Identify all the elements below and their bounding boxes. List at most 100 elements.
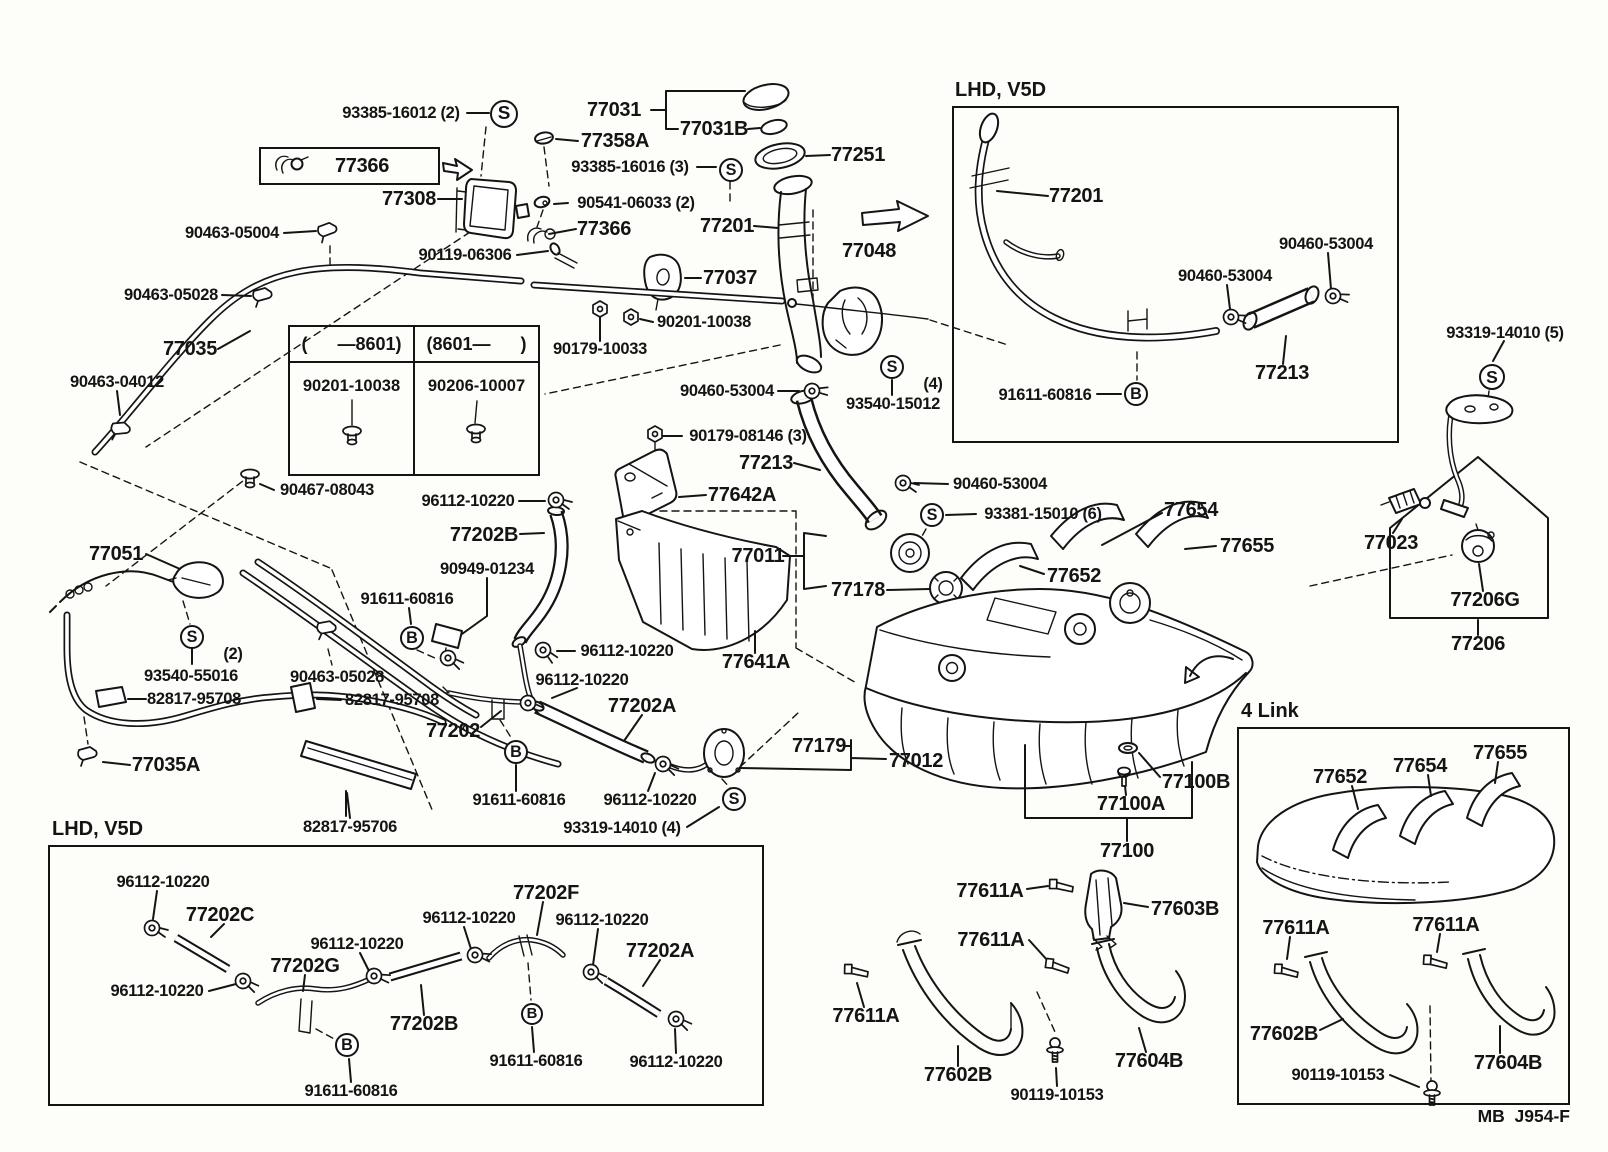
fastener-marker-s-5: S xyxy=(180,625,204,649)
part-label-90460-53004-box1: 90460-53004 xyxy=(1178,266,1272,285)
part-label-91611-60816-left: 91611-60816 xyxy=(360,589,454,608)
part-label-77611A-left: 77611A xyxy=(832,1005,900,1027)
part-label-96112-10220-a: 96112-10220 xyxy=(421,491,515,510)
part-label-90460-53004-box2: 90460-53004 xyxy=(1279,234,1373,253)
part-label-96112-10220-c: 96112-10220 xyxy=(535,670,629,689)
part-label-90460-53004-right: 90460-53004 xyxy=(953,474,1047,493)
part-label-96112-10220-h: 96112-10220 xyxy=(422,908,516,927)
part-label-93385-16012: 93385-16012 (2) xyxy=(342,103,460,122)
fuel-lid-and-top-parts xyxy=(275,131,578,269)
part-label-77604B-main: 77604B xyxy=(1114,1050,1184,1072)
main-hose-77213 xyxy=(790,389,888,531)
part-label-77603B: 77603B xyxy=(1150,898,1220,920)
table-header-before-8601: ( —8601) xyxy=(301,334,402,354)
part-label-93319-14010-5: 93319-14010 (5) xyxy=(1446,323,1564,342)
part-label-90460-53004-mid: 90460-53004 xyxy=(680,381,774,400)
part-label-77202C: 77202C xyxy=(185,904,255,926)
part-label-77642A: 77642A xyxy=(707,484,777,506)
left-pipes xyxy=(49,263,929,817)
fastener-marker-b-9: B xyxy=(504,740,528,764)
part-label-77213-mid: 77213 xyxy=(738,452,794,474)
part-label-90463-04012: 90463-04012 xyxy=(70,372,164,391)
part-label-77358A: 77358A xyxy=(580,130,650,152)
lhd-v5d-bottom-box xyxy=(48,845,764,1106)
part-label-77031: 77031 xyxy=(586,99,642,121)
part-label-90467-08043: 90467-08043 xyxy=(280,480,374,499)
lhd-v5d-bottom-title: LHD, V5D xyxy=(52,818,144,840)
part-label-77202F: 77202F xyxy=(512,882,580,904)
fastener-marker-s-3: S xyxy=(920,503,944,527)
part-label-77308: 77308 xyxy=(381,188,437,210)
part-label-77012: 77012 xyxy=(888,750,944,772)
part-label-90119-10153-main: 90119-10153 xyxy=(1010,1085,1104,1104)
part-label-77641A: 77641A xyxy=(721,651,791,673)
part-label-90463-05028-2: 90463-05028 xyxy=(290,667,384,686)
part-label-90119-10153-4link: 90119-10153 xyxy=(1291,1065,1385,1084)
part-label-77652-main: 77652 xyxy=(1046,565,1102,587)
part-label-77206: 77206 xyxy=(1450,633,1506,655)
fastener-marker-s-2: S xyxy=(880,355,904,379)
center-hoses xyxy=(442,505,745,778)
part-label-90179-10033: 90179-10033 xyxy=(553,339,647,358)
part-label-77366-box: 77366 xyxy=(334,155,390,177)
construction-dashed-lines xyxy=(79,126,1490,1084)
part-label-82817-95706: 82817-95706 xyxy=(303,817,397,836)
bottom-left-box-parts xyxy=(173,934,662,1034)
part-label-77202B-box: 77202B xyxy=(389,1013,459,1035)
part-label-77037: 77037 xyxy=(702,267,758,289)
part-label-77251: 77251 xyxy=(830,144,886,166)
bracket-77100-lines xyxy=(1024,742,1193,842)
part-label-77366-2: 77366 xyxy=(576,218,632,240)
part-label-96112-10220-e: 96112-10220 xyxy=(116,872,210,891)
part-label-77051: 77051 xyxy=(88,543,144,565)
part-label-77100: 77100 xyxy=(1099,840,1155,862)
part-label-77031B: 77031B xyxy=(679,118,749,140)
part-label-93540-15012: 93540-15012 xyxy=(846,394,940,413)
part-label-77178: 77178 xyxy=(830,579,886,601)
part-label-91611-60816-bl1: 91611-60816 xyxy=(304,1081,398,1100)
tank-and-protectors xyxy=(863,500,1254,790)
part-label-77202G: 77202G xyxy=(270,955,340,977)
part-label-77011: 77011 xyxy=(731,545,785,567)
part-label-91611-60816-box: 91611-60816 xyxy=(998,385,1092,404)
part-label-77100B: 77100B xyxy=(1161,771,1231,793)
part-label-96112-10220-f: 96112-10220 xyxy=(110,981,204,1000)
fastener-marker-b-11: B xyxy=(521,1003,543,1025)
part-label-77611A-4l: 77611A xyxy=(1262,917,1330,939)
fastener-marker-s-6: S xyxy=(722,787,746,811)
part-label-91611-60816-mid: 91611-60816 xyxy=(472,790,566,809)
part-label-96112-10220-d: 96112-10220 xyxy=(603,790,697,809)
fastener-marker-b-10: B xyxy=(335,1033,359,1057)
part-label-93540-55016: 93540-55016 xyxy=(144,666,238,685)
four-link-box-parts xyxy=(1256,772,1556,1055)
straps-and-brackets xyxy=(896,869,1186,1056)
leader-lines xyxy=(102,90,1505,1088)
filler-pipe-assembly xyxy=(643,83,884,374)
lhd-v5d-top-box xyxy=(952,106,1399,443)
part-label-77604B-4link: 77604B xyxy=(1473,1052,1543,1074)
part-label-91611-60816-bl2: 91611-60816 xyxy=(489,1051,583,1070)
part-label-77213-box: 77213 xyxy=(1254,362,1310,384)
part-label-qty2: (2) xyxy=(223,644,243,663)
part-label-77602B-4link: 77602B xyxy=(1249,1023,1319,1045)
fastener-marker-s-1: S xyxy=(719,158,743,182)
part-label-qty4: (4) xyxy=(923,374,943,393)
part-label-77611A-mid: 77611A xyxy=(957,929,1025,951)
part-label-93381-15010: 93381-15010 (6) xyxy=(984,504,1102,523)
part-label-96112-10220-i: 96112-10220 xyxy=(555,910,649,929)
part-label-77206G: 77206G xyxy=(1450,589,1520,611)
table-header-after-8601: (8601— ) xyxy=(413,327,538,361)
table-cell-90206-10007: 90206-10007 xyxy=(413,363,538,474)
top-right-box-parts xyxy=(969,112,1320,342)
right-side-parts xyxy=(1380,394,1549,619)
part-label-77035A: 77035A xyxy=(131,754,201,776)
four-link-title: 4 Link xyxy=(1241,700,1299,722)
part-label-77201-box: 77201 xyxy=(1048,185,1104,207)
table-cell-90201-10038: 90201-10038 xyxy=(302,377,401,395)
part-label-90463-05028-1: 90463-05028 xyxy=(124,285,218,304)
part-label-90201-10038-top: 90201-10038 xyxy=(657,312,751,331)
part-label-93385-16016: 93385-16016 (3) xyxy=(571,157,689,176)
part-label-90541-06033: 90541-06033 (2) xyxy=(577,193,695,212)
